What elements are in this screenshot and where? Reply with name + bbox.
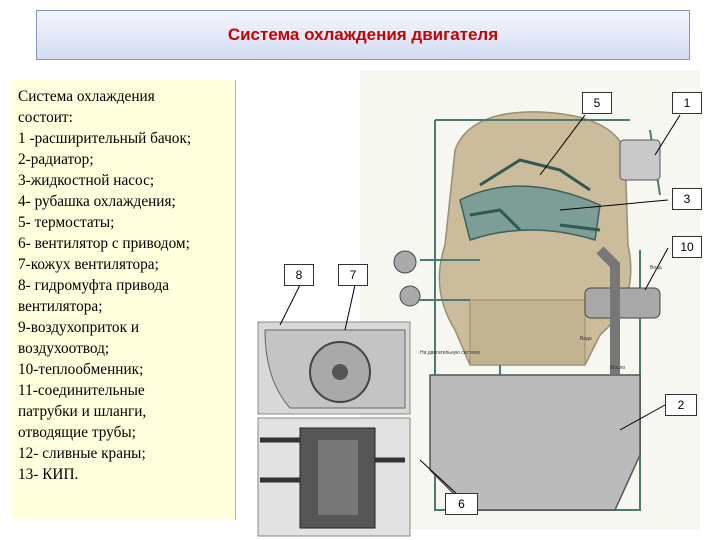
diagram-note: Масло [610,365,625,371]
expansion-tank-illustration [620,140,660,180]
heat-exchanger-illustration [585,288,660,318]
radiator-illustration [430,375,640,510]
valve-illustration [394,251,416,273]
callout-3: 3 [672,188,702,210]
fan-hub [332,364,348,380]
leader-line-8 [280,285,300,325]
coupling-housing [318,440,358,515]
callout-8: 8 [284,264,314,286]
diagram-note: Вода [650,265,662,271]
callout-5: 5 [582,92,612,114]
valve-illustration [400,286,420,306]
diagram-note: На двигательную систему [420,350,480,356]
engine-lower-block [470,300,585,365]
callout-10: 10 [672,236,702,258]
callout-2: 2 [665,394,697,416]
callout-1: 1 [672,92,702,114]
diagram-note: Вода [580,336,592,342]
callout-6: 6 [445,493,478,515]
callout-7: 7 [338,264,368,286]
